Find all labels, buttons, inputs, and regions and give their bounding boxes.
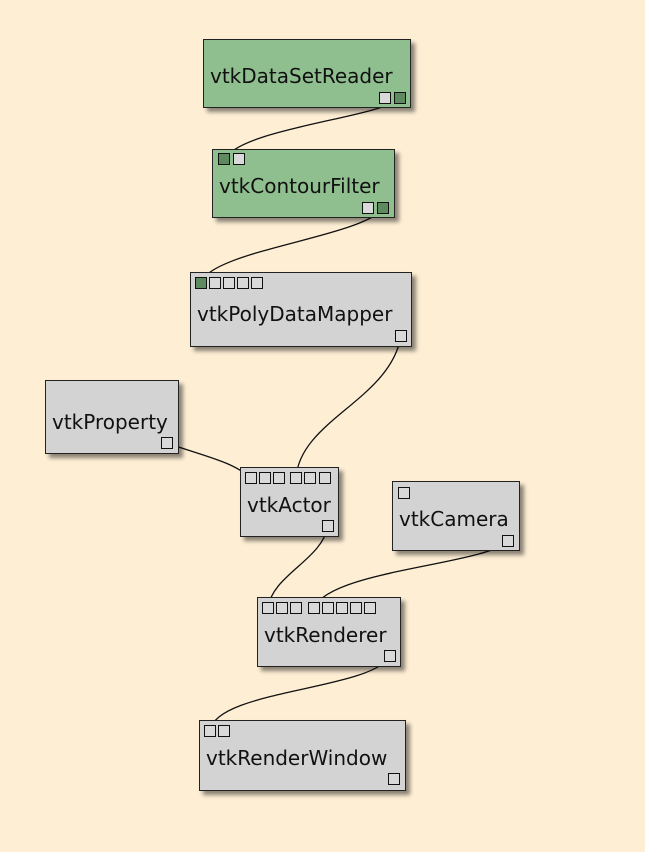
module-label: vtkContourFilter xyxy=(219,174,380,198)
input-port[interactable] xyxy=(204,725,216,737)
module-label: vtkProperty xyxy=(52,410,168,434)
input-port[interactable] xyxy=(398,487,410,499)
output-port[interactable] xyxy=(384,650,396,662)
output-port[interactable] xyxy=(322,520,334,532)
module-vtkdatasetreader[interactable]: vtkDataSetReader xyxy=(203,39,411,108)
input-port[interactable] xyxy=(336,602,348,614)
module-vtkcamera[interactable]: vtkCamera xyxy=(392,481,520,551)
input-port[interactable] xyxy=(322,602,334,614)
module-label: vtkDataSetReader xyxy=(210,64,393,88)
module-vtkpolydatamapper[interactable]: vtkPolyDataMapper xyxy=(190,272,412,347)
wire-property-to-actor xyxy=(166,442,251,479)
input-port[interactable] xyxy=(209,277,221,289)
input-port[interactable] xyxy=(262,602,274,614)
output-port[interactable] xyxy=(394,92,406,104)
input-port[interactable] xyxy=(233,153,245,165)
module-label: vtkPolyDataMapper xyxy=(197,302,393,326)
module-vtkproperty[interactable]: vtkProperty xyxy=(45,380,179,454)
input-port[interactable] xyxy=(304,472,316,484)
module-vtkactor[interactable]: vtkActor xyxy=(240,467,339,537)
input-port[interactable] xyxy=(218,725,230,737)
input-port[interactable] xyxy=(237,277,249,289)
module-vtkrenderer[interactable]: vtkRenderer xyxy=(257,597,401,667)
input-port[interactable] xyxy=(308,602,320,614)
input-port[interactable] xyxy=(350,602,362,614)
wire-mapper-to-actor xyxy=(295,335,402,479)
input-port[interactable] xyxy=(364,602,376,614)
output-port[interactable] xyxy=(388,773,400,785)
input-port[interactable] xyxy=(251,277,263,289)
module-label: vtkActor xyxy=(247,493,331,517)
module-vtkrenderwindow[interactable]: vtkRenderWindow xyxy=(199,720,406,791)
module-label: vtkCamera xyxy=(399,507,509,531)
module-label: vtkRenderer xyxy=(264,623,387,647)
module-vtkcontourfilter[interactable]: vtkContourFilter xyxy=(212,149,395,218)
input-port[interactable] xyxy=(290,472,302,484)
wire-actor-to-renderer xyxy=(267,525,329,609)
module-label: vtkRenderWindow xyxy=(206,746,388,770)
input-port[interactable] xyxy=(276,602,288,614)
output-port[interactable] xyxy=(161,437,173,449)
output-port[interactable] xyxy=(377,202,389,214)
input-port[interactable] xyxy=(223,277,235,289)
input-port[interactable] xyxy=(259,472,271,484)
input-port[interactable] xyxy=(195,277,207,289)
output-port[interactable] xyxy=(379,92,391,104)
input-port[interactable] xyxy=(273,472,285,484)
input-port[interactable] xyxy=(245,472,257,484)
input-port[interactable] xyxy=(218,153,230,165)
output-port[interactable] xyxy=(395,330,407,342)
output-port[interactable] xyxy=(362,202,374,214)
input-port[interactable] xyxy=(319,472,331,484)
input-port[interactable] xyxy=(290,602,302,614)
output-port[interactable] xyxy=(502,535,514,547)
